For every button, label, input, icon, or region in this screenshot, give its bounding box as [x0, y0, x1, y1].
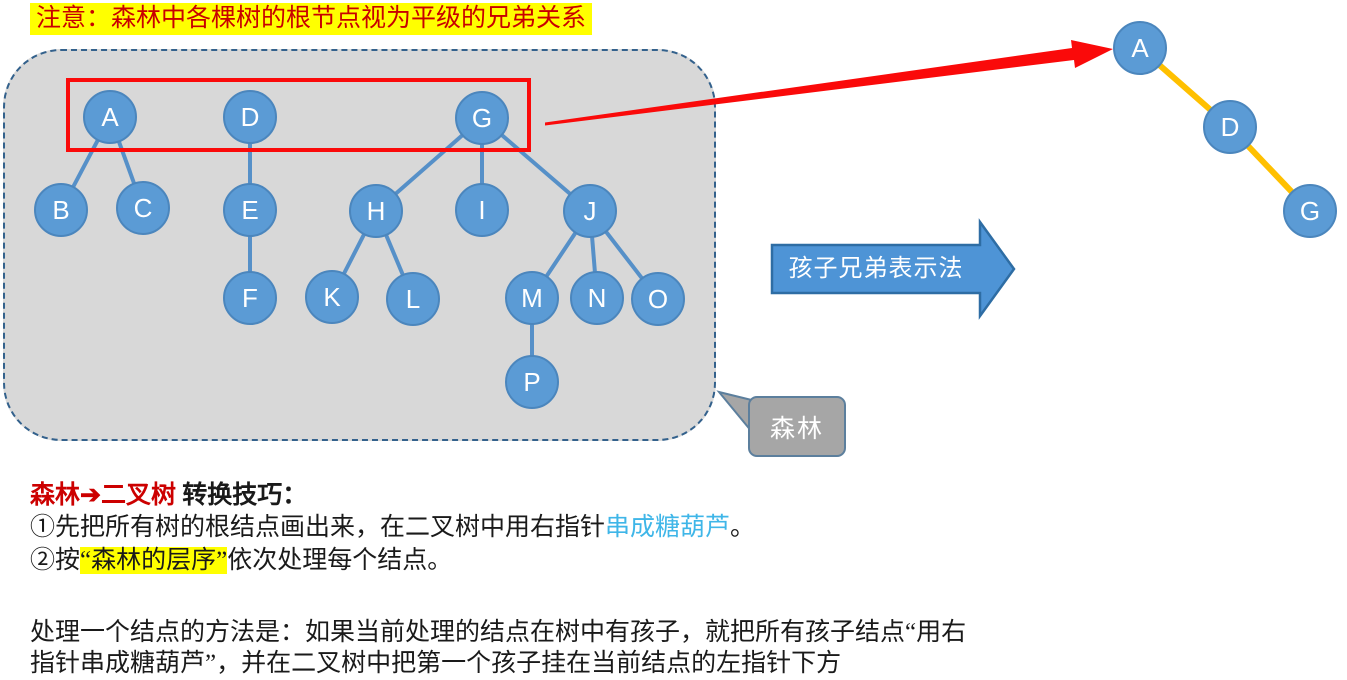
- block-arrow: [770, 218, 1016, 320]
- tree-node-M: M: [505, 271, 559, 325]
- block-arrow-label: 孩子兄弟表示法: [788, 256, 964, 282]
- tree-node-A: A: [83, 90, 137, 144]
- roots-highlight-rect: [66, 78, 531, 152]
- tree-node-P: P: [505, 355, 559, 409]
- tree-node-B: B: [34, 183, 88, 237]
- tree-node-F: F: [223, 271, 277, 325]
- step1-prefix: ①先把所有树的根结点画出来，在二叉树中用右指针: [30, 514, 606, 541]
- tree-node-N: N: [570, 271, 624, 325]
- step2-highlighted-phrase: “森林的层序”: [80, 547, 228, 574]
- tree-node-G: G: [455, 91, 509, 145]
- tree-node-I: I: [455, 183, 509, 237]
- method-paragraph: 处理一个结点的方法是：如果当前处理的结点在树中有孩子，就把所有孩子结点“用右 指…: [30, 617, 966, 679]
- note-banner: 注意：森林中各棵树的根节点视为平级的兄弟关系: [30, 3, 593, 35]
- binary-node-A: A: [1113, 21, 1167, 75]
- tree-node-J: J: [563, 184, 617, 238]
- tree-node-E: E: [223, 183, 277, 237]
- method-paragraph-line1: 处理一个结点的方法是：如果当前处理的结点在树中有孩子，就把所有孩子结点“用右: [30, 619, 967, 646]
- tree-node-O: O: [631, 272, 685, 326]
- forest-callout: 森林: [748, 396, 846, 457]
- conversion-heading-black: 转换技巧：: [175, 482, 308, 509]
- tree-node-H: H: [349, 184, 403, 238]
- conversion-heading-red: 森林➔二叉树: [30, 482, 176, 509]
- binary-node-D: D: [1203, 100, 1257, 154]
- method-paragraph-line2: 指针串成糖葫芦”，并在二叉树中把第一个孩子挂在当前结点的左指针下方: [30, 650, 842, 677]
- tree-node-D: D: [223, 90, 277, 144]
- step2-text: ②按“森林的层序”依次处理每个结点。: [30, 545, 452, 576]
- tree-node-K: K: [305, 270, 359, 324]
- tree-node-L: L: [386, 272, 440, 326]
- binary-node-G: G: [1283, 184, 1337, 238]
- red-arrow: [545, 40, 1113, 126]
- conversion-heading: 森林➔二叉树 转换技巧：: [30, 480, 307, 511]
- forest-edges: [59, 116, 660, 382]
- step1-cyan-phrase: 串成糖葫芦: [605, 514, 731, 541]
- step1-suffix: 。: [730, 514, 756, 541]
- step2-suffix: 依次处理每个结点。: [227, 547, 453, 574]
- step2-prefix: ②按: [30, 547, 81, 574]
- step1-text: ①先把所有树的根结点画出来，在二叉树中用右指针串成糖葫芦。: [30, 512, 755, 543]
- tree-node-C: C: [116, 181, 170, 235]
